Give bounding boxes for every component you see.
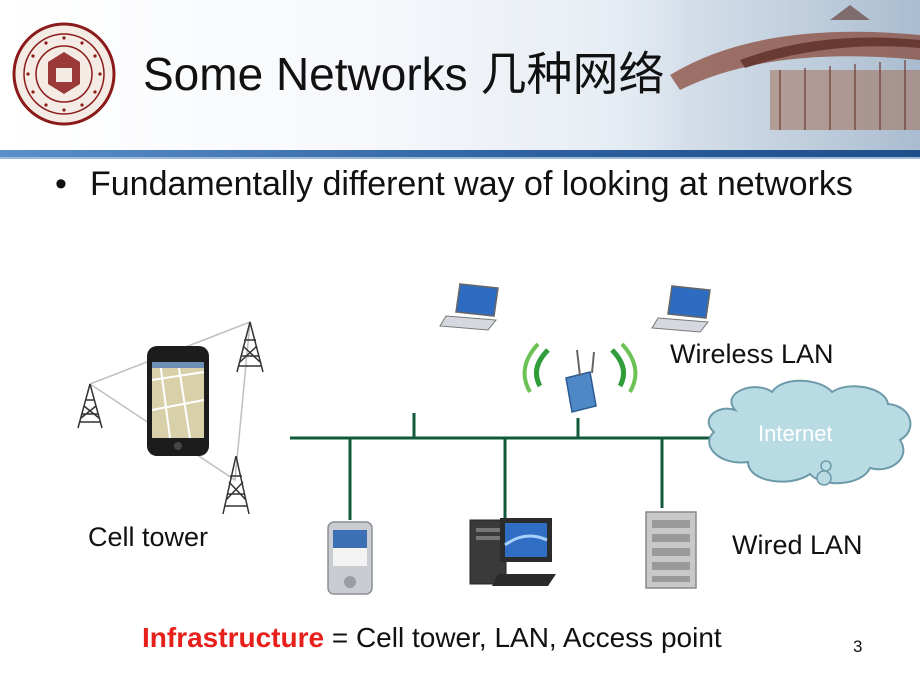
university-seal-icon (12, 22, 116, 126)
title-english: Some Networks (143, 48, 468, 100)
footer-highlight: Infrastructure (142, 622, 325, 653)
header-divider-light (0, 157, 920, 159)
title-chinese: 几种网络 (480, 47, 665, 101)
cloud-icon (707, 379, 912, 486)
building-roof-image (540, 0, 920, 150)
cell-tower-icon (236, 321, 264, 373)
laptop-icon (439, 283, 499, 331)
page-number: 3 (853, 637, 863, 656)
smartphone-icon (147, 346, 209, 456)
header-divider (0, 150, 920, 157)
server-rack-icon (645, 511, 697, 589)
wifi-router-icon (522, 342, 638, 413)
laptop-icon (651, 285, 711, 333)
bullet-text: Fundamentally different way of looking a… (90, 165, 853, 203)
cell-tower-icon (222, 455, 250, 515)
cell-tower-label: Cell tower (88, 522, 209, 552)
wired-bus (290, 413, 740, 520)
wired-lan-label: Wired LAN (732, 530, 863, 560)
cell-tower-icon (77, 383, 103, 429)
bullet-marker: • (55, 165, 67, 203)
desktop-computer-icon (469, 518, 556, 586)
wireless-lan-label: Wireless LAN (670, 339, 834, 369)
slide-title: Some Networks 几种网络 (143, 38, 664, 104)
slide-header (0, 0, 920, 150)
footer-text: = Cell tower, LAN, Access point (324, 622, 722, 653)
internet-label: Internet (758, 421, 833, 446)
pda-icon (327, 521, 373, 595)
footer-caption: Infrastructure = Cell tower, LAN, Access… (142, 622, 722, 654)
